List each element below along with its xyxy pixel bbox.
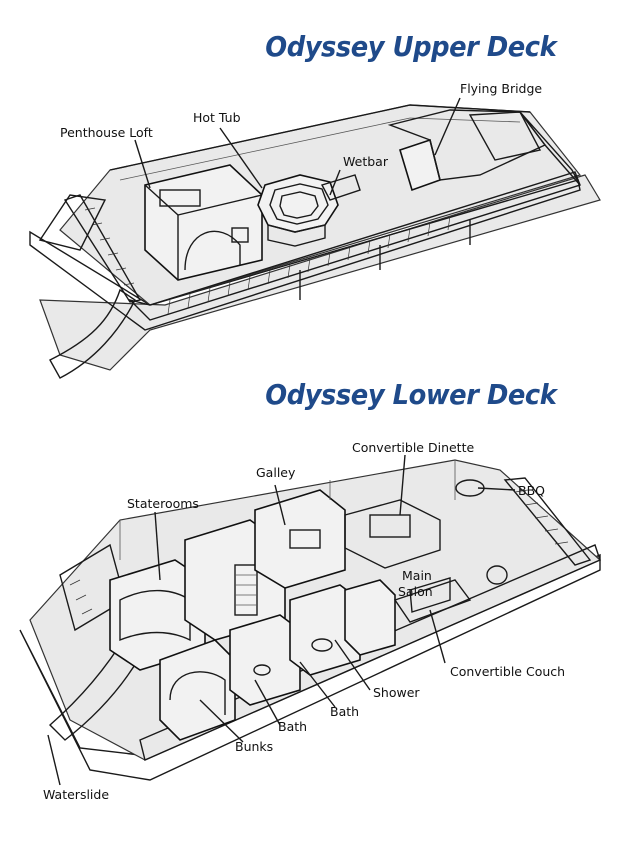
lower-deck-title: Odyssey Lower Deck (264, 378, 557, 411)
lower-leader-lines (47, 454, 516, 786)
label-main-salon-line1: Main (402, 568, 432, 583)
label-waterslide: Waterslide (43, 787, 110, 802)
upper-leader-lines (134, 97, 461, 196)
label-penthouse-loft: Penthouse Loft (60, 125, 153, 140)
label-convertible-couch: Convertible Couch (450, 664, 566, 679)
label-main-salon-line2: Salon (398, 584, 433, 599)
label-flying-bridge: Flying Bridge (460, 81, 543, 96)
label-wetbar: Wetbar (343, 154, 388, 169)
label-bbq: BBQ (518, 483, 545, 498)
label-convertible-dinette: Convertible Dinette (352, 440, 475, 455)
label-staterooms: Staterooms (127, 496, 199, 511)
upper-deck-title: Odyssey Upper Deck (265, 30, 556, 63)
label-bath-right: Bath (330, 704, 360, 719)
label-shower: Shower (373, 685, 420, 700)
label-galley: Galley (256, 465, 296, 480)
label-bunks: Bunks (235, 739, 274, 754)
front-railing-hatch (167, 215, 451, 315)
label-hot-tub: Hot Tub (193, 110, 241, 125)
label-bath-left: Bath (278, 719, 308, 734)
